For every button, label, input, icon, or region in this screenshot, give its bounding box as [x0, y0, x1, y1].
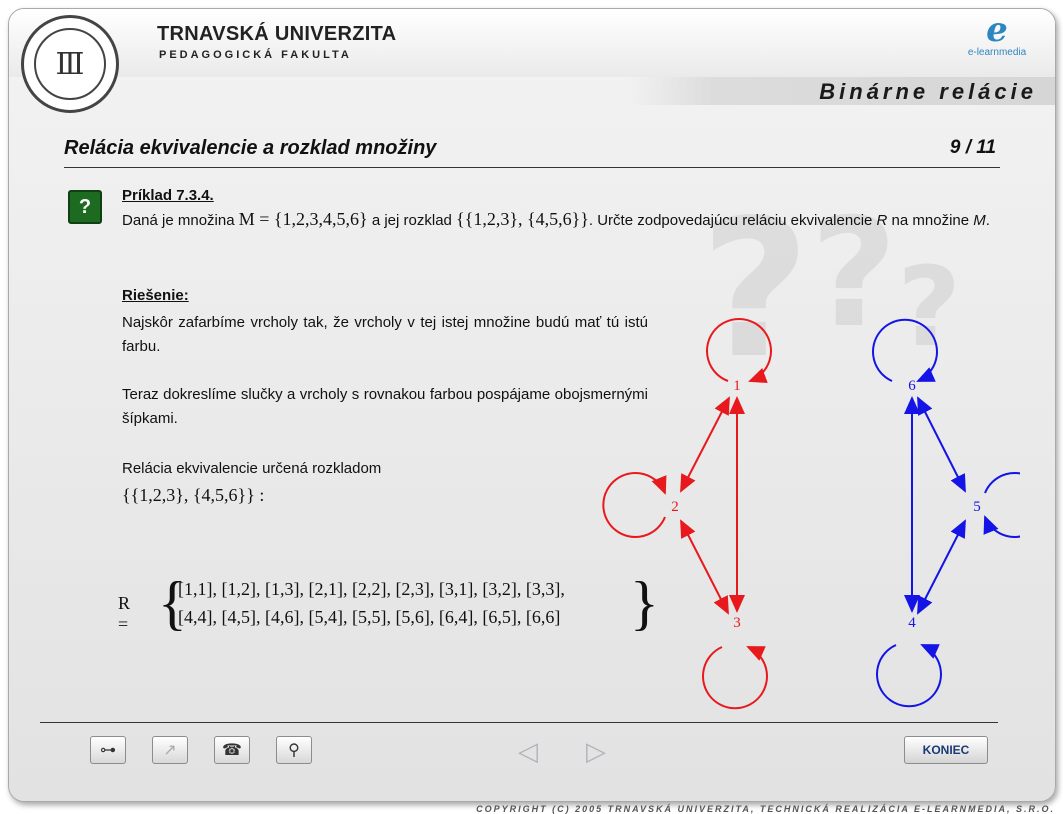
solution-paragraph-2: Teraz dokreslíme slučky a vrcholy s rovn…	[122, 386, 648, 427]
partition-expression-solution: {{1,2,3}, {4,5,6}} :	[122, 485, 265, 505]
solution-paragraph-3: Relácia ekvivalencie určená rozkladom	[122, 460, 382, 477]
solution-paragraph-1: Najskôr zafarbíme vrcholy tak, že vrchol…	[122, 314, 648, 355]
elearnmedia-logo: e e-learnmedia	[957, 13, 1037, 58]
relation-row-1: [1,1], [1,2], [1,3], [2,1], [2,2], [2,3]…	[178, 579, 565, 599]
blue-component	[872, 318, 1020, 708]
edge-1-2	[680, 396, 730, 493]
chevron-right-icon: ▷	[586, 736, 606, 766]
loop-node-3	[702, 646, 768, 710]
question-icon: ?	[68, 190, 102, 224]
relation-graph: 1 2 3 4 5 6	[602, 317, 1020, 710]
phone-button[interactable]: ☎	[214, 736, 250, 764]
topic-title: Binárne relácie	[819, 79, 1037, 104]
university-seal-logo: Ⅲ	[21, 15, 119, 113]
footer-toolbar: ⊶ ↗ ☎ ⚲ ◁ ▷ KONIEC	[40, 728, 998, 780]
page-indicator: 9 / 11	[949, 137, 996, 158]
seal-emblem: Ⅲ	[34, 28, 106, 100]
faculty-name: PEDAGOGICKÁ FAKULTA	[159, 49, 352, 61]
loop-node-5	[983, 472, 1020, 538]
footer-divider	[40, 722, 998, 723]
node-label-2: 2	[671, 499, 679, 515]
right-brace: }	[630, 570, 659, 636]
node-label-6: 6	[908, 378, 916, 394]
solution-title: Riešenie:	[122, 287, 189, 304]
node-label-1: 1	[733, 378, 741, 394]
partition-expression: {{1,2,3}, {4,5,6}}	[456, 209, 589, 229]
logo-text: e-learnmedia	[967, 47, 1027, 58]
example-text-part: Daná je množina	[122, 212, 239, 229]
edge-2-3	[680, 519, 729, 615]
node-label-3: 3	[733, 615, 741, 631]
example-text-part: .	[985, 212, 990, 229]
loop-node-2	[602, 472, 667, 538]
example-text: Daná je množina M = {1,2,3,4,5,6} a jej …	[122, 207, 998, 233]
loop-node-1	[706, 317, 772, 383]
set-symbol: M	[973, 212, 986, 229]
koniec-button[interactable]: KONIEC	[904, 736, 988, 764]
topic-banner: Binárne relácie	[629, 77, 1055, 105]
app-window: Ⅲ TRNAVSKÁ UNIVERZITA PEDAGOGICKÁ FAKULT…	[8, 8, 1056, 802]
example-text-part: . Určte zodpovedajúcu reláciu ekvivalenc…	[588, 212, 877, 229]
diagonal-arrow-icon: ↗	[163, 742, 177, 759]
node-label-5: 5	[973, 499, 981, 515]
background-question-marks: ???	[700, 179, 962, 400]
loop-node-6	[872, 318, 938, 382]
university-name: TRNAVSKÁ UNIVERZITA	[157, 23, 397, 45]
red-component	[602, 317, 772, 710]
next-page-button[interactable]: ▷	[586, 736, 606, 767]
title-divider	[64, 167, 1000, 168]
left-brace: {	[158, 570, 187, 636]
logo-letter: e	[986, 10, 1008, 50]
previous-page-button[interactable]: ◁	[518, 736, 538, 767]
example-title: Príklad 7.3.4.	[122, 187, 214, 204]
arrow-button[interactable]: ↗	[152, 736, 188, 764]
relation-symbol: R	[876, 212, 888, 229]
search-button[interactable]: ⚲	[276, 736, 312, 764]
node-label-4: 4	[908, 615, 916, 631]
edge-5-4	[917, 519, 966, 615]
key-icon: ⊶	[100, 742, 116, 759]
phone-icon: ☎	[222, 742, 242, 759]
content-area: Relácia ekvivalencie a rozklad množiny 9…	[40, 115, 1020, 720]
edge-6-5	[917, 396, 966, 493]
example-text-part: na množine	[887, 212, 974, 229]
copyright-text: COPYRIGHT (C) 2005 TRNAVSKÁ UNIVERZITA, …	[476, 804, 1055, 814]
example-text-part: a jej rozklad	[367, 212, 457, 229]
relation-row-2: [4,4], [4,5], [4,6], [5,4], [5,5], [5,6]…	[178, 607, 561, 627]
chevron-left-icon: ◁	[518, 736, 538, 766]
set-m-expression: M = {1,2,3,4,5,6}	[238, 209, 368, 229]
relation-r-label: R =	[118, 593, 131, 634]
header: Ⅲ TRNAVSKÁ UNIVERZITA PEDAGOGICKÁ FAKULT…	[9, 9, 1055, 113]
loop-node-4	[876, 644, 942, 708]
section-title: Relácia ekvivalencie a rozklad množiny	[64, 137, 437, 159]
key-button[interactable]: ⊶	[90, 736, 126, 764]
magnifier-icon: ⚲	[288, 742, 300, 759]
